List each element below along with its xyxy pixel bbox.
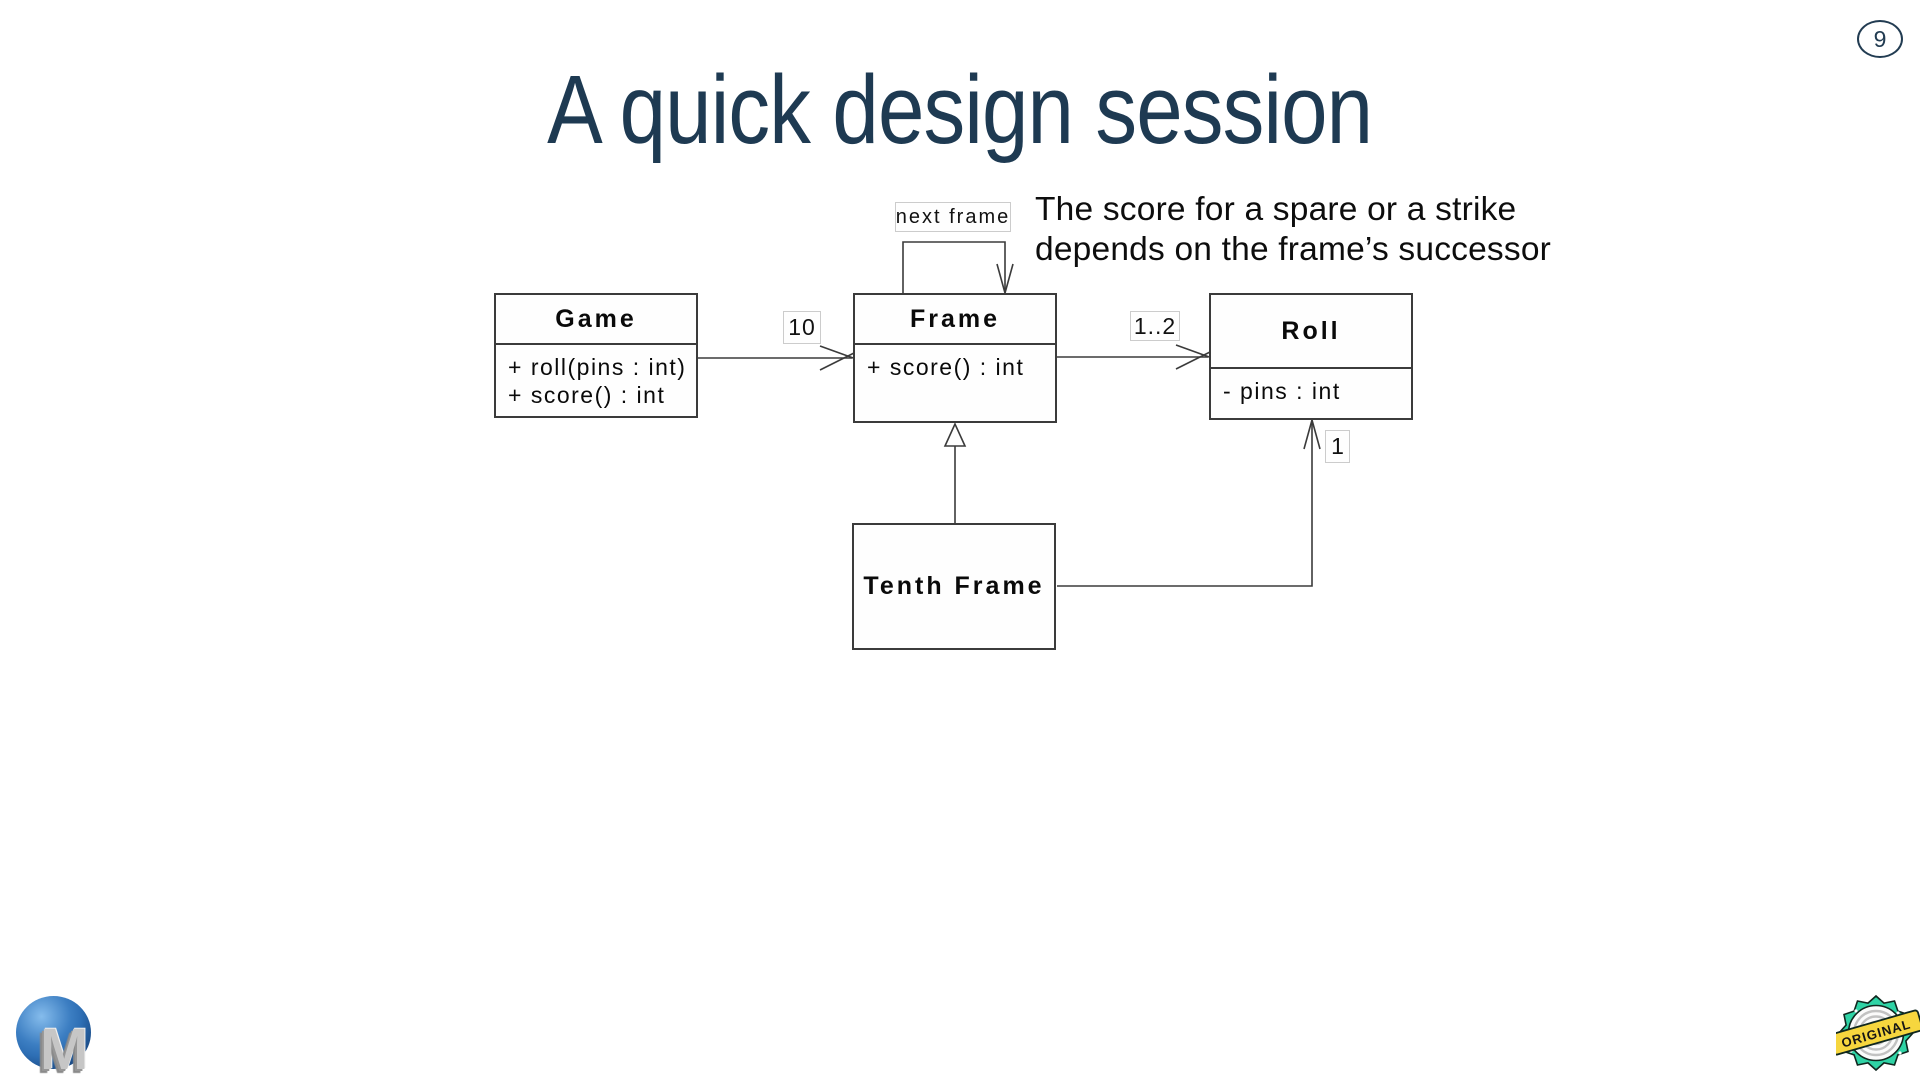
class-name-frame: Frame [855, 295, 1055, 345]
class-members-frame: + score() : int [855, 345, 1055, 381]
class-name-tenth-frame: Tenth Frame [863, 572, 1045, 600]
annotation-note: The score for a spare or a strike depend… [1035, 190, 1551, 270]
multiplicity-frame-roll: 1..2 [1130, 311, 1180, 341]
self-association-label: next frame [895, 202, 1011, 232]
class-name-game: Game [496, 295, 696, 345]
presenter-logo: M [14, 992, 114, 1080]
uml-class-tenth-frame: Tenth Frame [852, 523, 1056, 650]
uml-class-game: Game + roll(pins : int) + score() : int [494, 293, 698, 418]
logo-letter-m: M [40, 1017, 89, 1080]
member-pins: - pins : int [1223, 378, 1341, 404]
assoc-frame-roll [1057, 344, 1213, 370]
page-number-badge: 9 [1857, 20, 1903, 58]
multiplicity-game-frame: 10 [783, 311, 821, 344]
multiplicity-tenth-roll: 1 [1325, 430, 1350, 463]
assoc-tenth-roll [1057, 419, 1321, 587]
class-name-roll: Roll [1211, 295, 1411, 369]
member-score: + score() : int [508, 382, 666, 408]
uml-class-frame: Frame + score() : int [853, 293, 1057, 423]
title-wrap: A quick design session [0, 55, 1920, 165]
annotation-line-2: depends on the frame’s successor [1035, 231, 1552, 268]
generalization-tenth-frame [943, 422, 967, 523]
assoc-game-frame [698, 345, 857, 371]
assoc-frame-self [902, 241, 1014, 294]
uml-class-roll: Roll - pins : int [1209, 293, 1413, 420]
page-title: A quick design session [547, 55, 1373, 164]
class-members-roll: - pins : int [1211, 369, 1411, 405]
original-seal-icon: ORIGINAL [1836, 994, 1920, 1072]
page-number: 9 [1873, 25, 1887, 52]
member-roll: + roll(pins : int) [508, 354, 687, 380]
blue-sphere-icon [16, 996, 91, 1069]
class-members-game: + roll(pins : int) + score() : int [496, 345, 696, 409]
member-score: + score() : int [867, 354, 1025, 380]
annotation-line-1: The score for a spare or a strike [1035, 191, 1517, 228]
